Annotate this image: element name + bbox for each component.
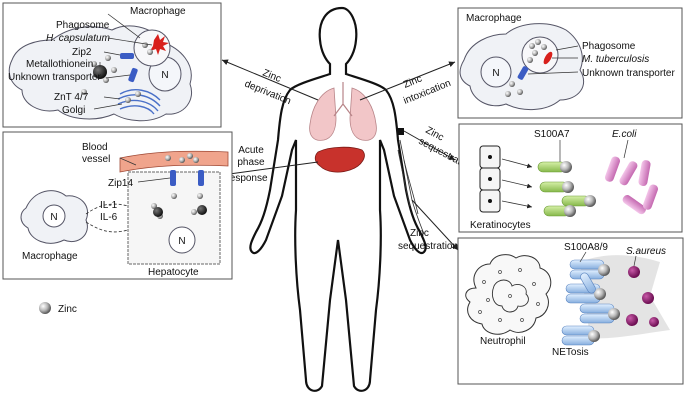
svg-text:M. tuberculosis: M. tuberculosis — [582, 54, 649, 65]
metallothionein — [93, 65, 107, 79]
skin-marker — [397, 128, 404, 135]
svg-text:NETosis: NETosis — [552, 347, 589, 358]
svg-text:Neutrophil: Neutrophil — [480, 336, 526, 347]
zinc-ions — [505, 39, 547, 97]
svg-text:N: N — [50, 212, 57, 223]
svg-text:Zip14: Zip14 — [108, 178, 133, 189]
svg-text:Zip2: Zip2 — [72, 47, 92, 58]
panel-macrophage-deprivation: N — [2, 2, 222, 128]
arrow-label-sequestration-neutrophil: Zinc sequestration — [398, 228, 458, 252]
m-tuberculosis — [543, 51, 553, 65]
svg-text:N: N — [492, 68, 499, 79]
svg-text:N: N — [178, 236, 185, 247]
keratinocyte-cells — [479, 145, 501, 213]
leader-lines — [527, 45, 579, 75]
legend-zinc: Zinc — [39, 302, 77, 315]
hepatocyte-nucleus — [168, 226, 196, 254]
svg-text:Macrophage: Macrophage — [22, 251, 78, 262]
metallothionein — [197, 205, 207, 215]
ecoli-bacteria — [604, 156, 659, 215]
svg-text:Macrophage: Macrophage — [466, 13, 522, 24]
svg-text:deprivation: deprivation — [243, 79, 292, 108]
svg-text:phase: phase — [237, 157, 265, 168]
svg-text:Macrophage: Macrophage — [130, 6, 186, 17]
panel-hepatocyte: N N Blood vessel Zip14 IL-1 IL-6 Ma — [2, 131, 233, 280]
panel-keratinocytes: S100A7 E.coli Keratinocytes — [458, 123, 683, 233]
svg-text:Zinc: Zinc — [410, 228, 429, 239]
h-capsulatum — [150, 34, 169, 55]
svg-text:S100A8/9: S100A8/9 — [564, 242, 608, 253]
svg-text:Acute: Acute — [238, 145, 264, 156]
unknown-transporter — [517, 66, 529, 80]
nucleus — [480, 56, 512, 88]
svg-text:S100A7: S100A7 — [534, 129, 570, 140]
svg-text:E.coli: E.coli — [612, 129, 637, 140]
zinc-icon — [39, 302, 51, 314]
unknown-transporter — [128, 67, 138, 83]
svg-text:N: N — [161, 70, 168, 81]
svg-text:Golgi: Golgi — [62, 105, 85, 116]
connector-arrows — [221, 59, 459, 251]
svg-text:Zinc: Zinc — [261, 68, 283, 85]
svg-text:Unknown transporter: Unknown transporter — [582, 68, 675, 79]
neutrophil-cell — [465, 254, 552, 335]
s100a7-proteins — [537, 161, 596, 217]
svg-text:Phagosome: Phagosome — [582, 41, 636, 52]
svg-text:IL-1: IL-1 — [100, 200, 118, 211]
svg-text:Zinc: Zinc — [58, 304, 77, 315]
leader-lines — [93, 13, 153, 110]
svg-text:sequestration: sequestration — [398, 241, 458, 252]
arrow-label-intoxication: Zinc intoxication — [402, 74, 453, 107]
human-body-figure — [249, 6, 427, 392]
panel-macrophage-intoxication: N Macrophage Phagosome M. tuberculosis U… — [457, 7, 683, 119]
cytokine-signals — [85, 203, 129, 233]
golgi — [117, 89, 161, 115]
arrow-label-acute-phase: Acute phase response — [226, 145, 268, 184]
arrow-label-deprivation: Zinc deprivation — [243, 68, 292, 108]
macrophage-nucleus — [42, 204, 66, 228]
metallothionein — [153, 207, 163, 217]
svg-text:response: response — [226, 173, 268, 184]
svg-text:Phagosome: Phagosome — [56, 20, 110, 31]
svg-text:Blood: Blood — [82, 142, 108, 153]
svg-text:S.aureus: S.aureus — [626, 246, 666, 257]
blood-vessel — [119, 150, 229, 173]
svg-text:ZnT 4/7: ZnT 4/7 — [54, 92, 89, 103]
panel-neutrophil: S100A8/9 S.aureus Neutrophil NETosis — [457, 237, 684, 385]
lungs — [309, 82, 377, 141]
svg-text:IL-6: IL-6 — [100, 212, 118, 223]
granules — [478, 268, 540, 322]
svg-text:Unknown transporter: Unknown transporter — [8, 72, 101, 83]
secretion-arrows — [501, 158, 533, 209]
s100a89-proteins — [561, 259, 620, 346]
saureus-bacteria — [626, 266, 659, 327]
zip2-transporter — [120, 53, 134, 59]
svg-text:vessel: vessel — [82, 154, 110, 165]
svg-text:H. capsulatum: H. capsulatum — [46, 33, 110, 44]
svg-text:Metallothionein: Metallothionein — [26, 59, 93, 70]
neutrophil-nucleus — [491, 279, 529, 313]
svg-text:Hepatocyte: Hepatocyte — [148, 267, 199, 278]
svg-text:Keratinocytes: Keratinocytes — [470, 220, 531, 231]
zip14-transporter-2 — [198, 170, 204, 186]
zip14-transporter-1 — [170, 170, 176, 186]
